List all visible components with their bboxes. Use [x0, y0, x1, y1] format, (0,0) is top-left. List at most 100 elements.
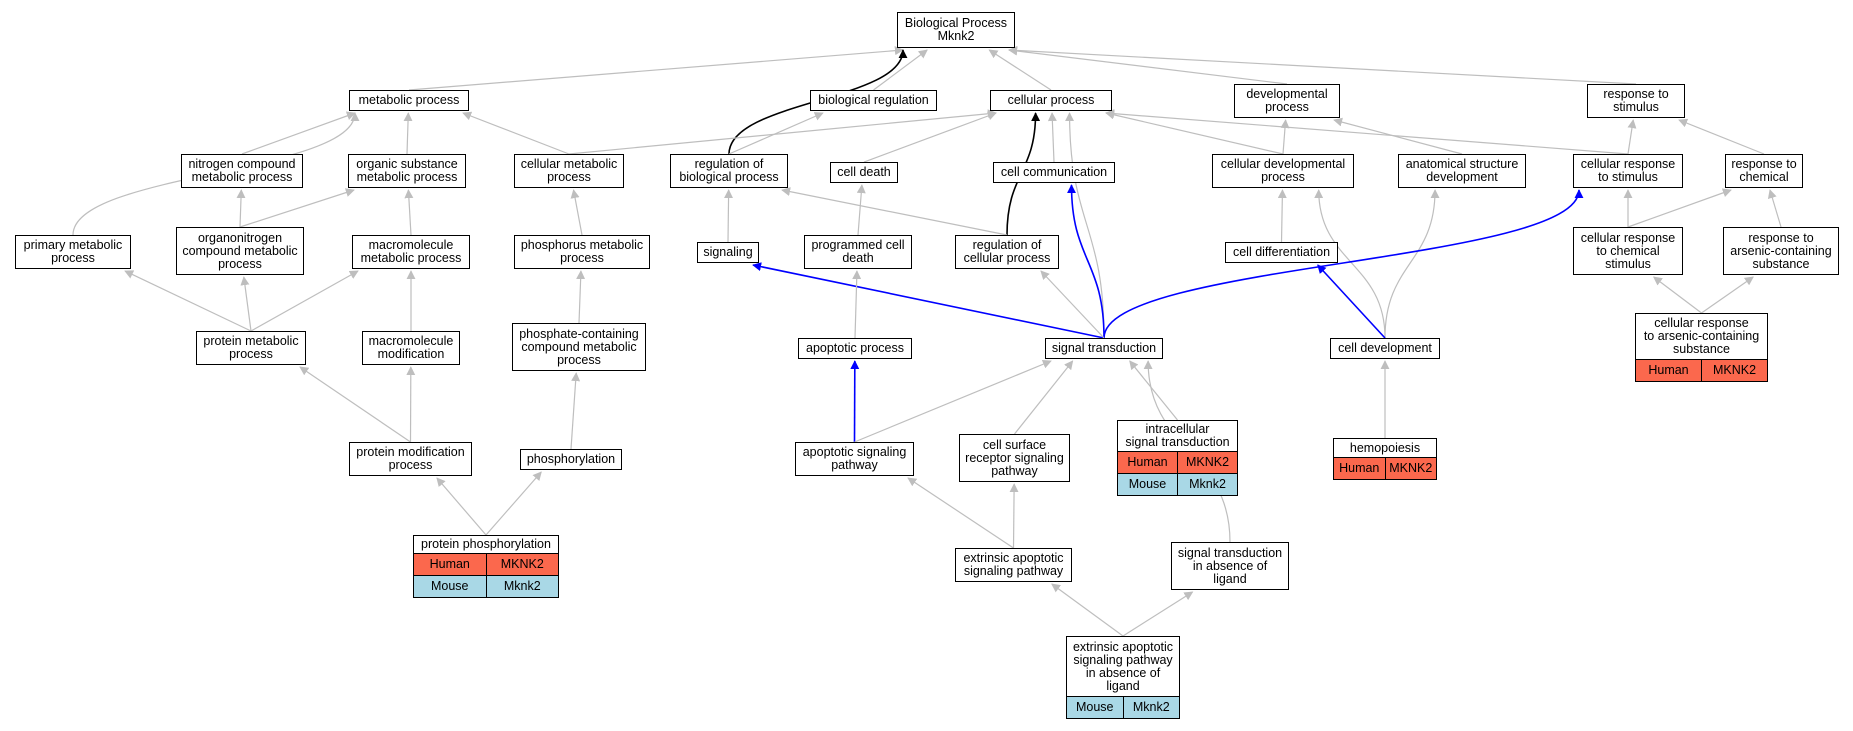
go-term-celldev[interactable]: cellular developmental process	[1212, 154, 1354, 188]
go-term-respstim[interactable]: response to stimulus	[1587, 84, 1685, 118]
edge-respchem-to-respstim	[1678, 118, 1765, 155]
go-term-cellcomm[interactable]: cell communication	[993, 162, 1115, 183]
gene-symbol[interactable]: MKNK2	[485, 554, 559, 575]
go-term-metabolic[interactable]: metabolic process	[349, 90, 469, 111]
go-term-nitrogen[interactable]: nitrogen compound metabolic process	[181, 154, 303, 188]
edge-progdeath-to-celldeath	[856, 184, 866, 236]
go-term-label: regulation of biological process	[679, 157, 779, 184]
gene-symbol[interactable]: MKNK2	[1177, 452, 1237, 473]
edge-celldevel-to-celldiff	[1317, 264, 1386, 339]
edge-protphos-to-phosphorylation	[485, 471, 542, 536]
edge-macromet-to-organicsub	[404, 189, 414, 236]
edge-protphos-to-protmod	[436, 477, 487, 536]
edge-celldev-to-devproc	[1280, 119, 1290, 155]
go-term-label: primary metabolic process	[23, 238, 123, 265]
edge-cellresparsenic-to-resparsenic	[1701, 276, 1754, 314]
go-term-respchem[interactable]: response to chemical	[1725, 154, 1803, 188]
edge-apopsig-to-sigtrans	[854, 359, 1052, 443]
edge-signaling-to-regbio	[724, 189, 734, 243]
gene-symbol[interactable]: Mknk2	[1122, 697, 1180, 718]
edge-sigtrans-to-signaling	[752, 262, 1105, 339]
go-term-phoscomp[interactable]: phosphate-containing compound metabolic …	[512, 323, 646, 371]
gene-symbol[interactable]: Mknk2	[485, 576, 559, 597]
go-term-protmod[interactable]: protein modification process	[349, 442, 472, 476]
edge-celldiff-to-celldev	[1277, 189, 1287, 243]
go-term-label: cellular developmental process	[1220, 157, 1346, 184]
go-term-extrinsic[interactable]: extrinsic apoptotic signaling pathway	[955, 548, 1072, 582]
go-term-cellmetab[interactable]: cellular metabolic process	[514, 154, 624, 188]
go-term-label: signaling	[703, 245, 753, 259]
go-term-label: response to stimulus	[1603, 87, 1669, 114]
go-term-cellsurf[interactable]: cell surface receptor signaling pathway	[959, 434, 1070, 482]
edge-protmod-to-protmet	[299, 366, 411, 443]
gene-symbol[interactable]: MKNK2	[1384, 458, 1437, 479]
go-term-label: extrinsic apoptotic signaling pathway in…	[1072, 639, 1174, 693]
go-term-label: phosphorylation	[526, 452, 616, 466]
go-term-label: apoptotic process	[806, 341, 904, 355]
species-name: Human	[1648, 363, 1689, 377]
edge-cellmetab-to-cellular	[568, 109, 997, 155]
go-term-extabsent[interactable]: extrinsic apoptotic signaling pathway in…	[1066, 636, 1180, 719]
go-term-label: protein modification process	[356, 445, 465, 472]
go-term-label: cellular response to chemical stimulus	[1580, 230, 1676, 271]
go-term-bioreg[interactable]: biological regulation	[810, 90, 937, 111]
gene-symbol[interactable]: Mknk2	[1177, 474, 1237, 495]
go-term-cellular[interactable]: cellular process	[990, 90, 1112, 111]
go-term-progdeath[interactable]: programmed cell death	[804, 235, 912, 269]
go-term-macromod[interactable]: macromolecule modification	[362, 331, 460, 365]
go-term-regcell[interactable]: regulation of cellular process	[955, 235, 1059, 269]
go-term-label: biological regulation	[818, 93, 929, 107]
species-name: Human	[1127, 455, 1168, 469]
edge-metabolic-to-bp	[408, 46, 904, 91]
go-term-celldiff[interactable]: cell differentiation	[1225, 242, 1338, 263]
species-name: Mouse	[430, 579, 469, 593]
edge-celldev-to-cellular	[1105, 110, 1284, 155]
go-term-orgnitro[interactable]: organonitrogen compound metabolic proces…	[176, 227, 304, 275]
edge-cellcomm-to-cellular	[1047, 112, 1057, 163]
edge-cellular-to-bp	[988, 49, 1052, 91]
edge-protmet-to-macromet	[250, 270, 359, 332]
go-term-label: cell communication	[1000, 165, 1108, 179]
go-term-resparsenic[interactable]: response to arsenic-containing substance	[1723, 227, 1839, 275]
go-term-label: organonitrogen compound metabolic proces…	[182, 230, 298, 271]
go-term-label: signal transduction in absence of ligand	[1177, 545, 1283, 586]
go-term-celldevel[interactable]: cell development	[1330, 338, 1440, 359]
go-term-sigabsent[interactable]: signal transduction in absence of ligand	[1171, 542, 1289, 590]
edge-celldeath-to-cellular	[863, 111, 997, 163]
go-term-cellresparsenic[interactable]: cellular response to arsenic-containing …	[1635, 313, 1768, 382]
go-term-devproc[interactable]: developmental process	[1234, 84, 1340, 118]
gene-symbol[interactable]: MKNK2	[1701, 360, 1767, 381]
go-term-protmet[interactable]: protein metabolic process	[196, 331, 306, 365]
edge-respstim-to-bp	[1008, 45, 1637, 85]
go-term-label: cell development	[1338, 341, 1432, 355]
go-term-regbio[interactable]: regulation of biological process	[670, 154, 788, 188]
go-term-label: nitrogen compound metabolic process	[188, 157, 296, 184]
edge-sigtrans-to-cellcomm	[1067, 184, 1105, 339]
species-name: Human	[429, 557, 470, 571]
go-term-cellrespchem[interactable]: cellular response to chemical stimulus	[1573, 227, 1683, 275]
edge-bioreg-to-bp	[873, 49, 928, 91]
go-term-macromet[interactable]: macromolecule metabolic process	[352, 235, 470, 269]
edge-extabsent-to-extrinsic	[1051, 583, 1124, 637]
edge-sigtrans-to-cellresp	[1103, 189, 1584, 339]
go-term-phosmet[interactable]: phosphorus metabolic process	[514, 235, 650, 269]
go-term-sigtrans[interactable]: signal transduction	[1045, 338, 1163, 359]
go-term-apoptotic[interactable]: apoptotic process	[798, 338, 912, 359]
go-term-cellresp[interactable]: cellular response to stimulus	[1573, 154, 1683, 188]
go-term-phosphorylation[interactable]: phosphorylation	[520, 449, 622, 470]
go-term-signaling[interactable]: signaling	[697, 242, 759, 263]
go-term-primary[interactable]: primary metabolic process	[15, 235, 131, 269]
go-term-apopsig[interactable]: apoptotic signaling pathway	[795, 442, 914, 476]
go-term-label: cell surface receptor signaling pathway	[965, 437, 1064, 478]
go-term-label: apoptotic signaling pathway	[802, 445, 907, 472]
go-term-anatdev[interactable]: anatomical structure development	[1398, 154, 1526, 188]
go-term-bp[interactable]: Biological Process Mknk2	[897, 12, 1015, 48]
go-term-organicsub[interactable]: organic substance metabolic process	[348, 154, 466, 188]
edge-cellmetab-to-metabolic	[462, 111, 570, 155]
go-term-celldeath[interactable]: cell death	[830, 162, 898, 183]
